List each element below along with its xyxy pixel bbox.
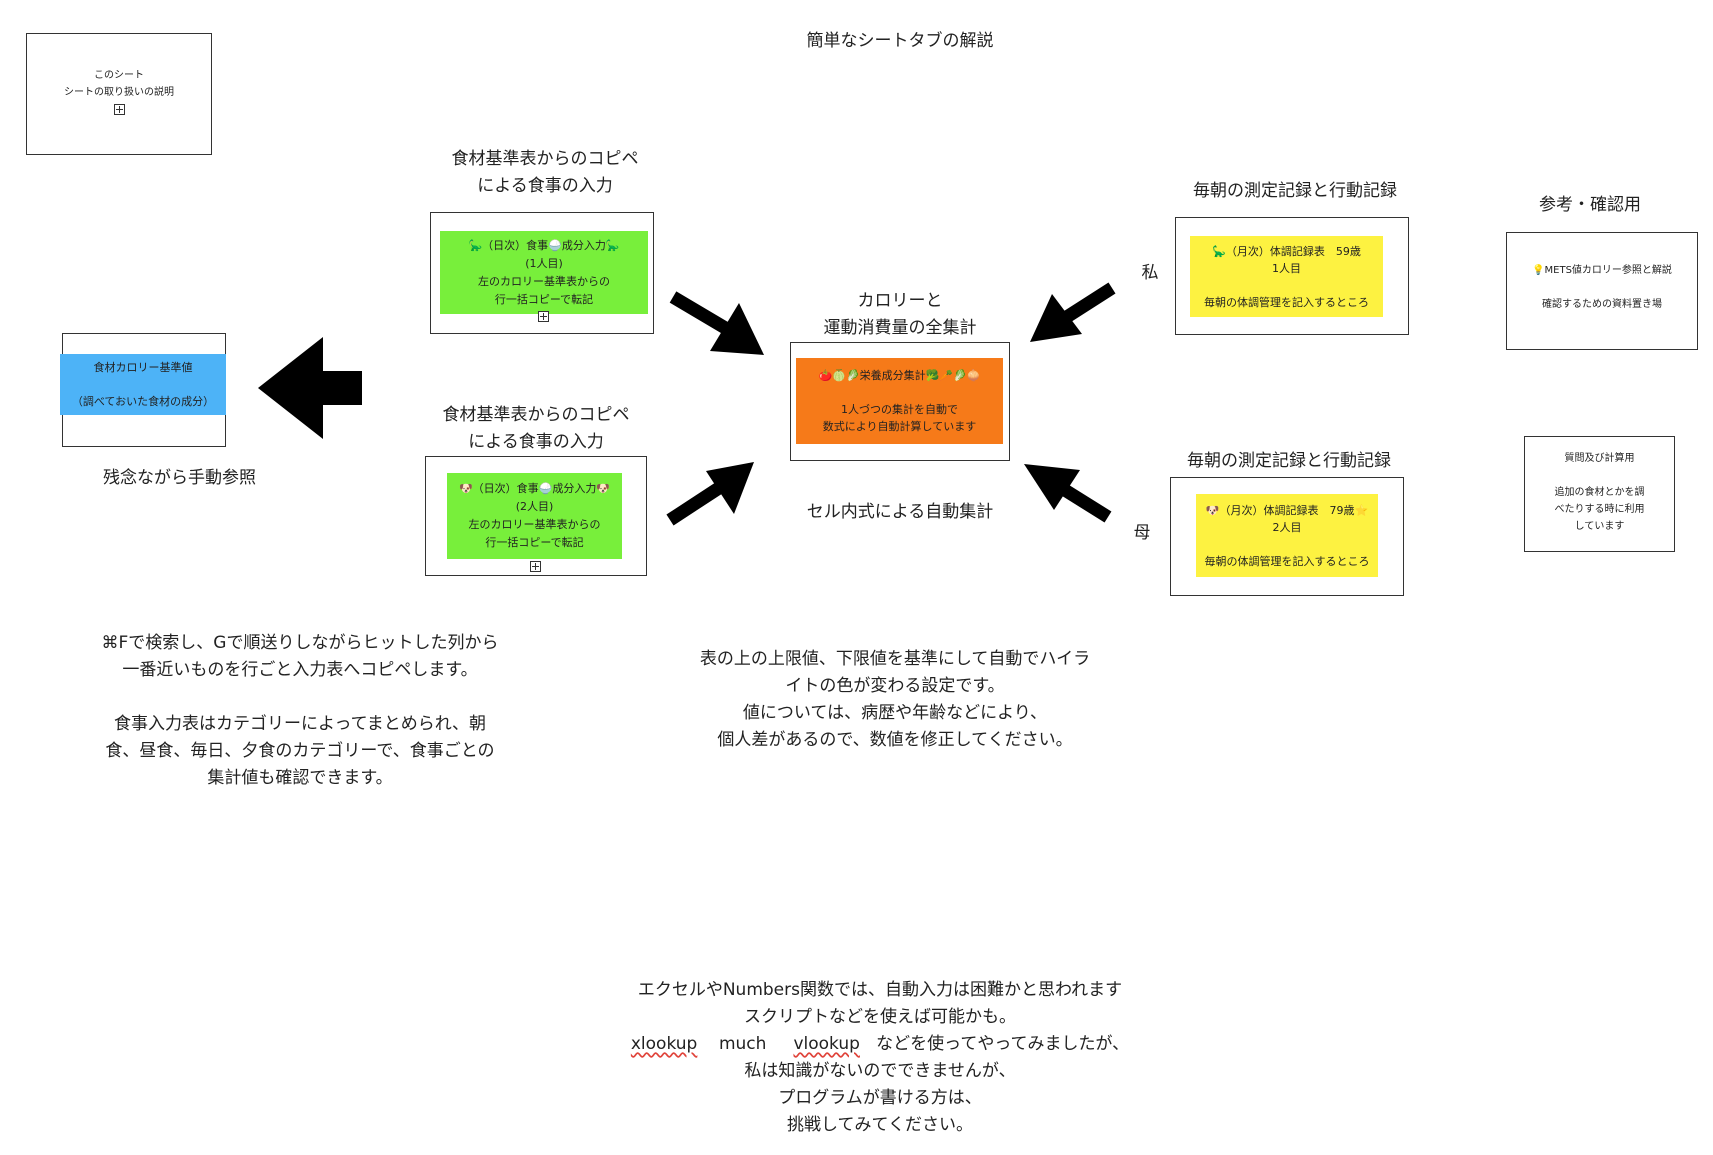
this-sheet-description: シートの取り扱いの説明 xyxy=(64,87,174,98)
daily-meal-input-person-1: (1人目) xyxy=(525,256,563,270)
arrow-record2-to-center xyxy=(1024,464,1112,523)
this-sheet-box[interactable]: このシート シートの取り扱いの説明 xyxy=(26,33,212,155)
nutrition-summary-box[interactable]: 🍅🍈🥬栄養成分集計🥦🥕🥬🧅 1人づつの集計を自動で 数式により自動計算しています xyxy=(790,342,1010,461)
big-left-arrow xyxy=(258,337,362,439)
monthly-health-record-fill-1: 🦕（月次）体調記録表 59歳 1人目 毎朝の体調管理を記入するところ xyxy=(1190,236,1383,317)
monthly-health-record-person-1: 1人目 xyxy=(1272,261,1301,275)
food-calorie-subtitle: （調べておいた食材の成分） xyxy=(71,395,215,408)
automation-note-text: エクセルやNumbers関数では、自動入力は困難かと思われます スクリプトなどを… xyxy=(630,980,1130,1135)
record-caption-1: 毎朝の測定記録と行動記録 xyxy=(1193,181,1397,201)
nutrition-summary-desc-2: 数式により自動計算しています xyxy=(822,420,977,433)
daily-meal-input-title-1: 🦕（日次）食事🍚成分入力🦕 xyxy=(468,238,620,252)
food-calorie-table-box[interactable]: 食材カロリー基準値 （調べておいた食材の成分） xyxy=(60,333,226,447)
search-instructions-text: ⌘Fで検索し、Gで順送りしながらヒットした列から 一番近いものを行ごと入力表へコ… xyxy=(101,633,499,788)
daily-meal-input-desc-2a: 左のカロリー基準表からの xyxy=(468,518,601,531)
question-calc-desc-1: 追加の食材とかを調 xyxy=(1554,486,1645,498)
this-sheet-title: このシート xyxy=(94,70,144,81)
nutrition-summary-desc-1: 1人づつの集計を自動で xyxy=(841,403,958,416)
daily-meal-input-fill-2: 🐶（日次）食事🍚成分入力🐶 (2人目) 左のカロリー基準表からの 行一括コピーで… xyxy=(447,473,622,559)
daily-meal-input-box-2[interactable]: 🐶（日次）食事🍚成分入力🐶 (2人目) 左のカロリー基準表からの 行一括コピーで… xyxy=(425,456,647,576)
input-caption-2: 食材基準表からのコピペ による食事の入力 xyxy=(442,405,630,452)
daily-meal-input-desc-1b: 行一括コピーで転記 xyxy=(494,292,594,306)
monthly-health-record-box-1[interactable]: 🦕（月次）体調記録表 59歳 1人目 毎朝の体調管理を記入するところ xyxy=(1175,217,1409,335)
question-calc-desc-3: しています xyxy=(1574,520,1625,532)
arrow-record1-to-center xyxy=(1030,282,1116,342)
reference-box[interactable]: 💡METS値カロリー参照と解説 確認するための資料置き場 xyxy=(1506,232,1698,350)
label-me: 私 xyxy=(1141,263,1159,283)
nutrition-summary-fill: 🍅🍈🥬栄養成分集計🥦🥕🥬🧅 1人づつの集計を自動で 数式により自動計算しています xyxy=(796,358,1003,444)
highlight-settings-text: 表の上の上限値、下限値を基準にして自動でハイラ イトの色が変わる設定です。 値に… xyxy=(699,649,1091,750)
function-name-vlookup: vlookup xyxy=(793,1034,860,1054)
monthly-health-record-title-2: 🐶（月次）体調記録表 79歳⭐ xyxy=(1205,503,1369,517)
function-name-much: much xyxy=(718,1034,767,1054)
monthly-health-record-desc-2: 毎朝の体調管理を記入するところ xyxy=(1204,554,1370,568)
monthly-health-record-person-2: 2人目 xyxy=(1272,520,1302,534)
reference-caption: 参考・確認用 xyxy=(1539,195,1641,215)
question-calc-title: 質問及び計算用 xyxy=(1564,452,1635,464)
reference-desc: 確認するための資料置き場 xyxy=(1542,298,1662,310)
daily-meal-input-desc-2b: 行一括コピーで転記 xyxy=(485,536,584,549)
arrow-input2-to-center xyxy=(666,462,754,526)
center-caption: カロリーと 運動消費量の全集計 xyxy=(823,291,977,338)
arrow-input1-to-center xyxy=(669,291,764,355)
daily-meal-input-fill-1: 🦕（日次）食事🍚成分入力🦕 (1人目) 左のカロリー基準表からの 行一括コピーで… xyxy=(440,231,648,314)
food-calorie-title: 食材カロリー基準値 xyxy=(93,361,193,374)
monthly-health-record-desc-1: 毎朝の体調管理を記入するところ xyxy=(1204,295,1369,309)
expand-icon[interactable] xyxy=(113,104,125,115)
food-calorie-caption: 残念ながら手動参照 xyxy=(103,468,256,488)
daily-meal-input-title-2: 🐶（日次）食事🍚成分入力🐶 xyxy=(458,482,611,495)
monthly-health-record-fill-2: 🐶（月次）体調記録表 79歳⭐ 2人目 毎朝の体調管理を記入するところ xyxy=(1196,494,1378,577)
nutrition-summary-title: 🍅🍈🥬栄養成分集計🥦🥕🥬🧅 xyxy=(818,369,981,382)
reference-title: 💡METS値カロリー参照と解説 xyxy=(1532,264,1672,276)
center-sub-caption: セル内式による自動集計 xyxy=(806,502,994,522)
expand-icon[interactable] xyxy=(538,311,549,322)
record-caption-2: 毎朝の測定記録と行動記録 xyxy=(1187,451,1391,471)
input-caption-1: 食材基準表からのコピペ による食事の入力 xyxy=(451,149,639,196)
question-calc-desc-2: べたりする時に利用 xyxy=(1554,503,1645,515)
question-calc-box[interactable]: 質問及び計算用 追加の食材とかを調 べたりする時に利用 しています xyxy=(1524,436,1675,552)
daily-meal-input-desc-1a: 左のカロリー基準表からの xyxy=(478,274,610,288)
daily-meal-input-box-1[interactable]: 🦕（日次）食事🍚成分入力🦕 (1人目) 左のカロリー基準表からの 行一括コピーで… xyxy=(430,212,654,334)
monthly-health-record-box-2[interactable]: 🐶（月次）体調記録表 79歳⭐ 2人目 毎朝の体調管理を記入するところ xyxy=(1170,477,1404,596)
label-mother: 母 xyxy=(1133,523,1151,543)
food-calorie-fill: 食材カロリー基準値 （調べておいた食材の成分） xyxy=(60,354,226,415)
page-title: 簡単なシートタブの解説 xyxy=(806,31,994,51)
daily-meal-input-person-2: (2人目) xyxy=(515,500,554,513)
function-name-xlookup: xlookup xyxy=(630,1034,698,1054)
expand-icon[interactable] xyxy=(530,561,541,572)
monthly-health-record-title-1: 🦕（月次）体調記録表 59歳 xyxy=(1212,244,1361,258)
